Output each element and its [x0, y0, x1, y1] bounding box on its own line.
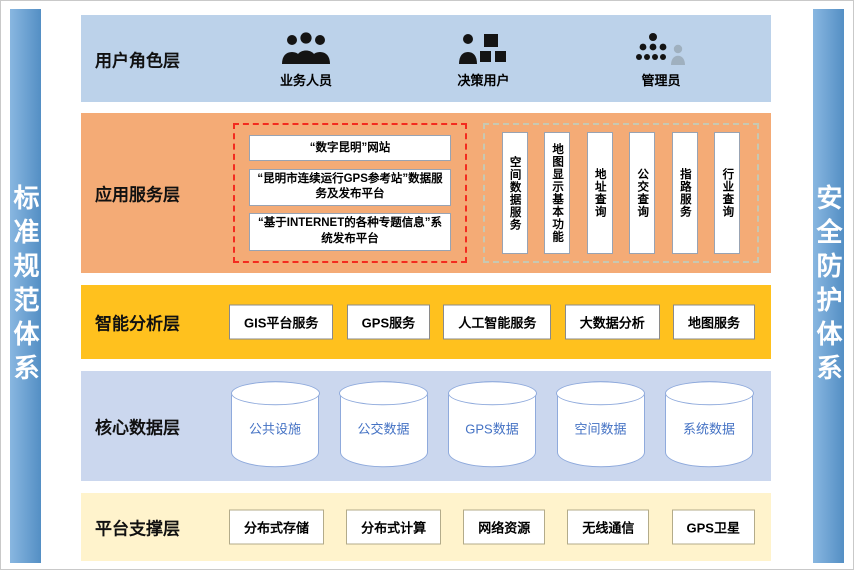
platform-support-box: 网络资源 — [463, 509, 546, 545]
platform-support-box: 无线通信 — [567, 509, 650, 545]
database-cylinder: GPS数据 — [447, 380, 537, 468]
core-data-layer: 核心数据层 公共设施 公交数据 GPS数据 空间数据 系统数据 — [81, 371, 771, 481]
database-label: GPS数据 — [465, 421, 519, 437]
service-box: 地图显示基本功能 — [544, 132, 571, 254]
database-label: 公共设施 — [248, 421, 301, 437]
cylinder-top — [556, 380, 645, 405]
platform-support-layer: 平台支撑层 分布式存储 分布式计算 网络资源 无线通信 GPS卫星 — [81, 493, 771, 561]
service-box: 指路服务 — [671, 132, 698, 254]
role-business-staff: 业务人员 — [246, 29, 366, 89]
services-dashed-group: 空间数据服务 地图显示基本功能 地址查询 公交查询 指路服务 行业查询 — [483, 123, 759, 263]
intelligent-analysis-layer-title: 智能分析层 — [95, 314, 180, 334]
application-services-layer-title: 应用服务层 — [95, 185, 180, 205]
roles-row: 业务人员 决策用户 — [246, 29, 721, 89]
database-label: 系统数据 — [682, 421, 735, 437]
platform-box: “昆明市连续运行GPS参考站”数据服务及发布平台 — [249, 168, 451, 206]
role-label: 决策用户 — [457, 72, 510, 88]
standards-system-bar: 标准规范体系 — [10, 9, 41, 563]
service-box: 公交查询 — [629, 132, 656, 254]
decision-user-icon — [457, 29, 511, 67]
database-cylinder: 公交数据 — [339, 380, 428, 468]
intelligent-analysis-layer: 智能分析层 GIS平台服务 GPS服务 人工智能服务 大数据分析 地图服务 — [81, 285, 771, 359]
platform-support-box: 分布式计算 — [346, 509, 442, 545]
platform-box: “基于INTERNET的各种专题信息”系统发布平台 — [249, 213, 451, 251]
cylinder-top — [447, 380, 537, 405]
analysis-service-box: 人工智能服务 — [443, 304, 552, 340]
cylinder-top — [339, 380, 428, 405]
database-cylinder: 公共设施 — [230, 380, 320, 468]
service-box: 地址查询 — [586, 132, 613, 254]
platform-support-box: 分布式存储 — [229, 509, 325, 545]
role-decision-user: 决策用户 — [424, 29, 544, 89]
user-roles-layer-title: 用户角色层 — [95, 51, 180, 70]
database-cylinder: 系统数据 — [664, 380, 754, 468]
platform-support-box: GPS卫星 — [671, 509, 755, 545]
database-label: 公交数据 — [357, 421, 410, 437]
platform-support-row: 分布式存储 分布式计算 网络资源 无线通信 GPS卫星 — [229, 509, 755, 545]
platform-box: “数字昆明”网站 — [249, 135, 451, 162]
database-cylinder: 空间数据 — [556, 380, 645, 468]
role-label: 业务人员 — [279, 72, 332, 88]
platforms-dashed-group: “数字昆明”网站 “昆明市连续运行GPS参考站”数据服务及发布平台 “基于INT… — [233, 123, 467, 263]
business-staff-icon — [279, 29, 333, 67]
analysis-service-box: 大数据分析 — [564, 304, 660, 340]
database-label: 空间数据 — [574, 421, 627, 437]
role-admin: 管理员 — [601, 29, 721, 89]
service-box: 空间数据服务 — [501, 132, 528, 254]
analysis-service-box: GPS服务 — [346, 304, 431, 340]
service-box: 行业查询 — [714, 132, 741, 254]
analysis-service-box: 地图服务 — [672, 304, 755, 340]
analysis-service-box: GIS平台服务 — [229, 304, 334, 340]
role-label: 管理员 — [641, 72, 681, 88]
user-roles-layer: 用户角色层 业务人员 — [81, 15, 771, 102]
security-system-bar: 安全防护体系 — [813, 9, 844, 563]
core-data-layer-title: 核心数据层 — [95, 418, 180, 438]
cylinder-top — [230, 380, 320, 405]
platform-support-layer-title: 平台支撑层 — [95, 519, 180, 539]
cylinder-top — [664, 380, 754, 405]
analysis-services-row: GIS平台服务 GPS服务 人工智能服务 大数据分析 地图服务 — [229, 304, 755, 340]
database-row: 公共设施 公交数据 GPS数据 空间数据 系统数据 — [230, 380, 754, 468]
admin-icon — [634, 29, 688, 67]
application-services-layer: 应用服务层 “数字昆明”网站 “昆明市连续运行GPS参考站”数据服务及发布平台 … — [81, 113, 771, 273]
